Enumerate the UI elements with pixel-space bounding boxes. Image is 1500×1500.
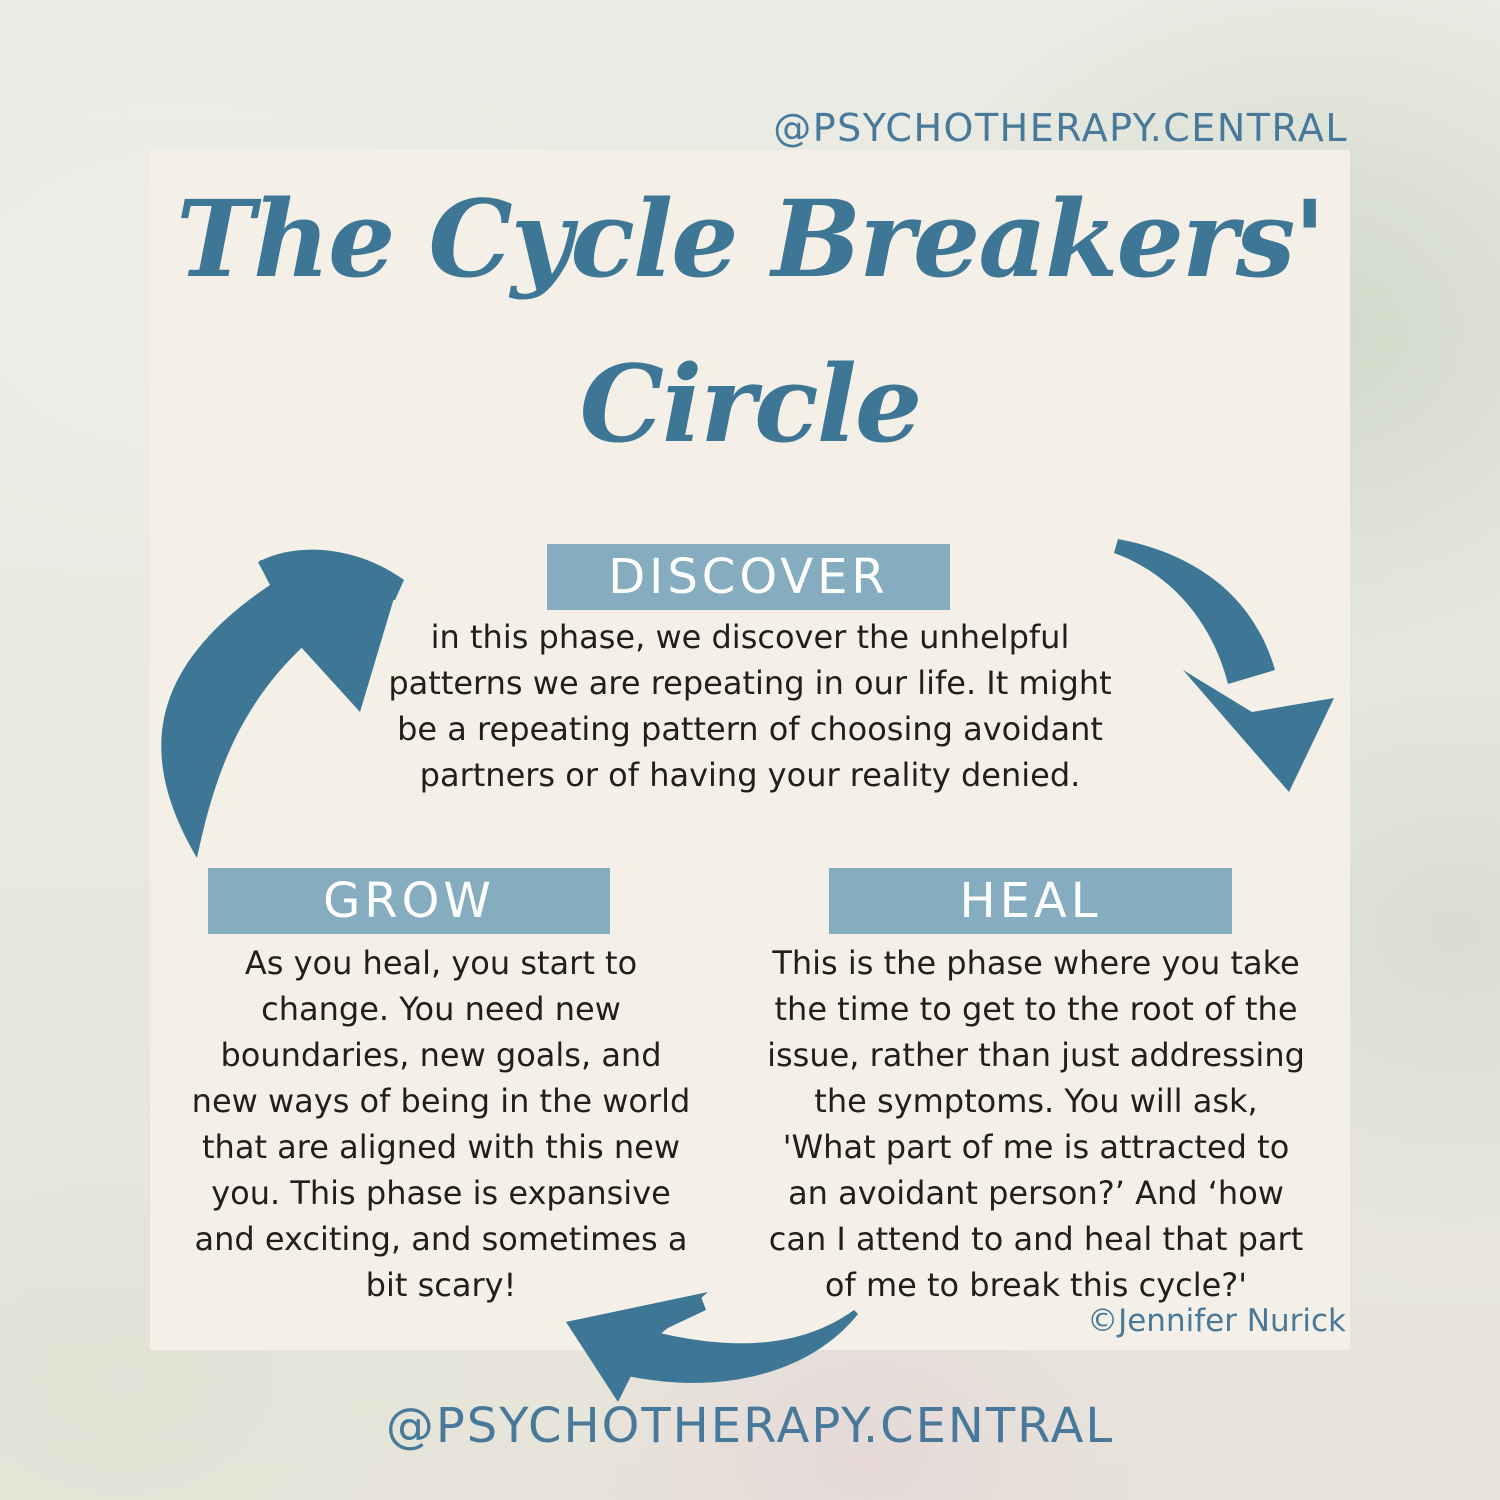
page-title-line-1: The Cycle Breakers' [176,176,1326,301]
copyright-credit: ©Jennifer Nurick [1087,1303,1346,1339]
curved-arrow-down-right-icon [1114,539,1334,792]
curved-arrow-up-right-icon [161,549,404,858]
instagram-handle-top: @PSYCHOTHERAPY.CENTRAL [773,106,1348,150]
phase-description-discover: in this phase, we discover the unhelpful… [388,618,1112,794]
page-title-line-2: Circle [579,341,923,467]
phase-description-grow: As you heal, you start to change. You ne… [191,944,691,1304]
phase-description-heal: This is the phase where you take the tim… [767,944,1305,1304]
instagram-handle-bottom: @PSYCHOTHERAPY.CENTRAL [385,1398,1115,1454]
infographic-card [150,150,1350,1350]
phase-label-grow: GROW [208,868,610,934]
phase-label-discover: DISCOVER [547,544,950,610]
phase-label-heal: HEAL [829,868,1232,934]
page-title: The Cycle Breakers' Circle [150,156,1350,487]
curved-arrow-left-icon [566,1292,858,1402]
